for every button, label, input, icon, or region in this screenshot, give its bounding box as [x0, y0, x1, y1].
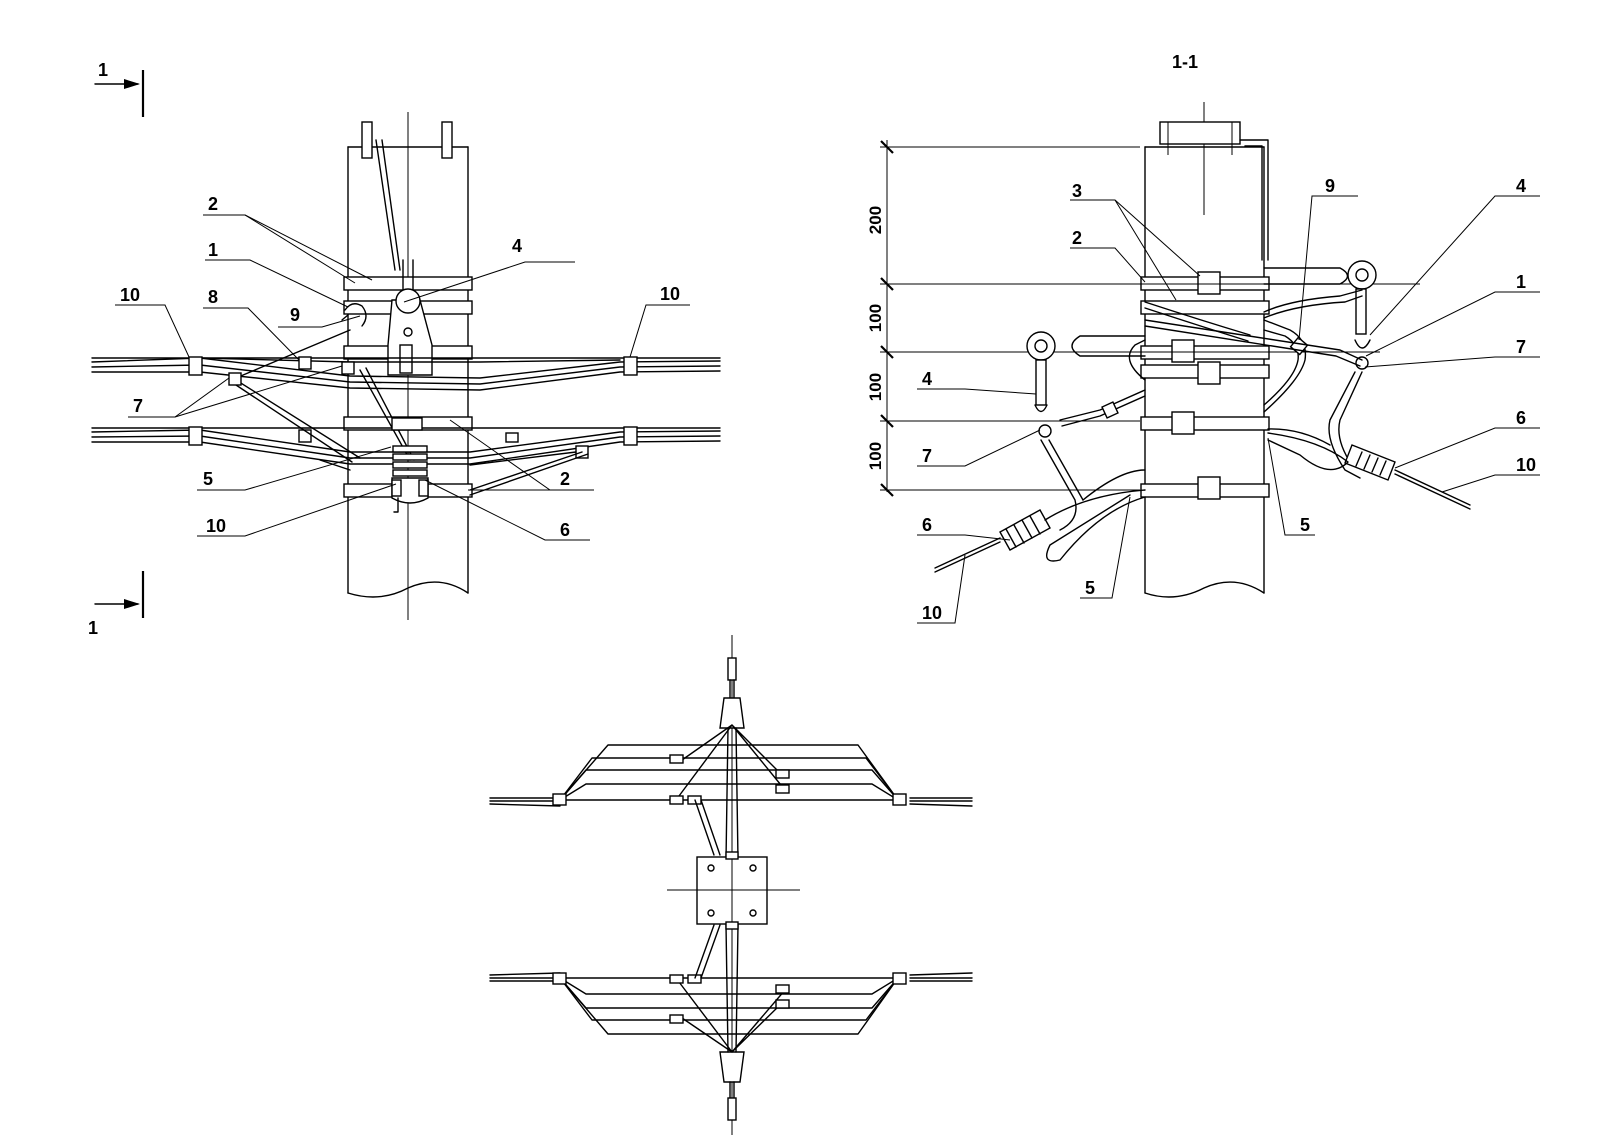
callout-4: 4 — [512, 236, 522, 256]
callout-4: 4 — [922, 369, 932, 389]
callout-10: 10 — [120, 285, 140, 305]
section-title: 1-1 — [1172, 52, 1198, 72]
dimension-100: 100 — [866, 304, 885, 332]
hook-small — [341, 303, 367, 327]
section-view: 1-1 — [866, 52, 1540, 624]
callout-10: 10 — [922, 603, 942, 623]
insulator-clamp — [391, 417, 429, 513]
plan-bottom-terminal — [719, 924, 745, 1121]
callout-5: 5 — [1300, 515, 1310, 535]
callout-10: 10 — [660, 284, 680, 304]
right-insulator — [1267, 428, 1471, 510]
callout-9: 9 — [1325, 176, 1335, 196]
callout-7: 7 — [133, 396, 143, 416]
callout-4: 4 — [1516, 176, 1526, 196]
section-mark-label: 1 — [98, 60, 108, 80]
plan-view — [489, 635, 973, 1135]
callout-5: 5 — [1085, 578, 1095, 598]
section-leaders — [917, 195, 1540, 624]
right-hook-assembly — [1263, 260, 1377, 479]
callout-6: 6 — [560, 520, 570, 540]
cross-wires — [228, 329, 589, 496]
left-insulator — [934, 469, 1146, 573]
dimension-200: 200 — [866, 206, 885, 234]
plan-cable-bundle-top — [489, 724, 973, 856]
bracket-hook — [375, 139, 433, 376]
front-view: 2 1 4 10 8 9 10 7 5 2 10 6 — [91, 112, 721, 620]
right-loop — [1144, 319, 1363, 413]
callout-5: 5 — [203, 469, 213, 489]
pole-bands — [1140, 271, 1270, 500]
dimension-chain: 200 100 100 100 — [866, 140, 1420, 497]
section-mark-bottom: 1 — [88, 571, 145, 638]
plan-top-terminal — [719, 657, 745, 861]
front-callouts: 2 1 4 10 8 9 10 7 5 2 10 6 — [120, 194, 680, 540]
callout-10: 10 — [1516, 455, 1536, 475]
plan-cable-bundle-bottom — [489, 924, 973, 1053]
section-mark-label: 1 — [88, 618, 98, 638]
callout-2: 2 — [208, 194, 218, 214]
callout-8: 8 — [208, 287, 218, 307]
mounting-plate — [667, 850, 800, 930]
callout-9: 9 — [290, 305, 300, 325]
callout-10: 10 — [206, 516, 226, 536]
section-mark-top: 1 — [94, 60, 145, 117]
pole — [1144, 102, 1269, 598]
front-leaders — [115, 214, 690, 541]
left-loop — [1128, 301, 1251, 381]
section-callouts: 3 9 4 2 1 7 4 7 6 10 6 10 5 5 — [922, 176, 1536, 623]
callout-6: 6 — [1516, 408, 1526, 428]
callout-3: 3 — [1072, 181, 1082, 201]
callout-2: 2 — [1072, 228, 1082, 248]
left-hook-assembly — [1026, 331, 1146, 531]
dimension-100: 100 — [866, 373, 885, 401]
callout-7: 7 — [1516, 337, 1526, 357]
callout-1: 1 — [208, 240, 218, 260]
callout-1: 1 — [1516, 272, 1526, 292]
dimension-100: 100 — [866, 442, 885, 470]
callout-2: 2 — [560, 469, 570, 489]
callout-7: 7 — [922, 446, 932, 466]
cable-bundle-upper — [91, 356, 721, 391]
callout-6: 6 — [922, 515, 932, 535]
